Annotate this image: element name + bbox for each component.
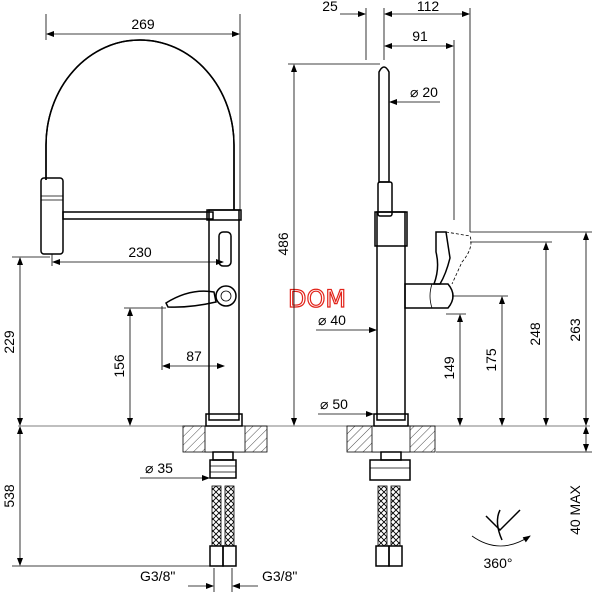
dim-lever-reach: 87 [186, 348, 202, 364]
front-view: 269 230 87 156 229 538 ⌀ 35 G3/8" G3/8" [1, 14, 297, 592]
dim-spout-diameter: ⌀ 20 [410, 84, 438, 100]
dim-body-diameter: ⌀ 40 [318, 312, 346, 328]
dim-offset: 25 [322, 0, 338, 14]
front-spout-arm [62, 211, 214, 220]
side-shank [380, 451, 402, 461]
side-hose-right [390, 485, 401, 547]
dim-total-height: 486 [275, 232, 291, 256]
front-lever [165, 290, 217, 308]
front-cartridge [215, 285, 237, 307]
label-inlet-left: G3/8" [140, 568, 175, 584]
front-hose-left [211, 485, 222, 547]
dim-spout-reach: 230 [128, 244, 152, 260]
label-rotation: 360° [484, 555, 513, 571]
dim-spout-offset: 91 [412, 28, 428, 44]
side-hose-left [377, 485, 388, 547]
dim-below-deck: 538 [1, 484, 17, 508]
side-spray-head [377, 181, 393, 217]
front-shank [212, 451, 234, 461]
dim-handle-height: 175 [483, 348, 499, 372]
side-spout-tube [378, 66, 390, 183]
dim-deck-thickness: 40 MAX [567, 484, 583, 534]
dim-base-diameter: ⌀ 50 [320, 396, 348, 412]
dim-spout-height: 229 [1, 330, 17, 354]
dim-max-height: 263 [567, 318, 583, 342]
side-lever-dashed [445, 231, 472, 285]
dim-depth: 112 [417, 0, 440, 14]
front-body [208, 209, 240, 421]
label-inlet-right: G3/8" [262, 568, 297, 584]
front-spring-arc [45, 39, 235, 210]
front-hose-right [224, 485, 235, 547]
side-cartridge [404, 283, 454, 309]
brand-watermark: DOM [288, 285, 346, 313]
dim-shank-diameter: ⌀ 35 [145, 460, 173, 476]
rotation-icon [471, 509, 531, 547]
side-lever [432, 231, 451, 285]
dim-outlet-height: 248 [527, 322, 543, 346]
front-handle-knob [218, 231, 232, 267]
front-spray-head [40, 177, 64, 255]
dim-lever-height: 156 [111, 354, 127, 378]
dim-lever-height-side: 149 [441, 356, 457, 380]
side-body [376, 211, 406, 421]
dim-overall-width: 269 [131, 16, 155, 32]
side-view: 25 112 91 ⌀ 20 486 ⌀ 40 ⌀ 50 149 175 248 [275, 0, 592, 571]
